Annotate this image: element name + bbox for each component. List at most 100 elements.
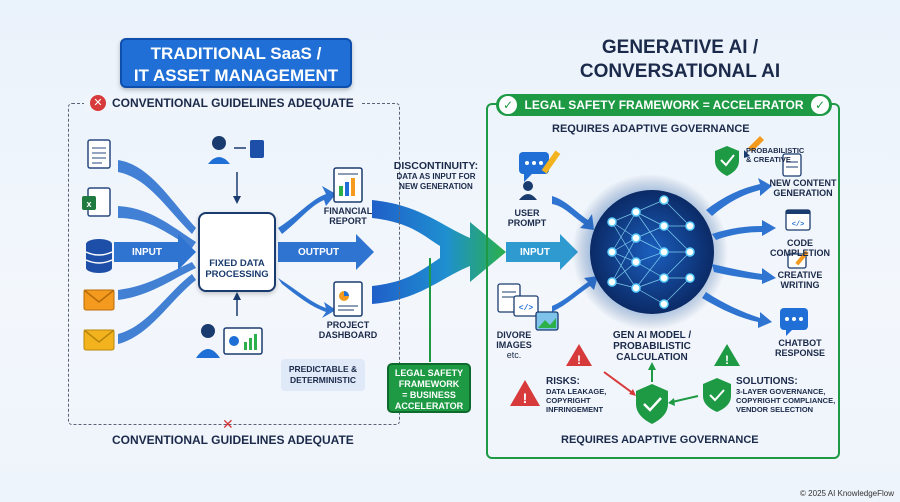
solutions-line2: COPYRIGHT COMPLIANCE, [736, 396, 836, 405]
solutions-title: SOLUTIONS: [736, 376, 798, 387]
legal-framework-banner: ✓ LEGAL SAFETY FRAMEWORK = ACCELERATOR ✓ [496, 94, 832, 116]
analyst-icon [196, 292, 263, 358]
financial-line2: REPORT [329, 216, 367, 226]
financial-report-label: FINANCIAL REPORT [316, 206, 380, 226]
out3-line2: WRITING [780, 280, 820, 290]
output-arrow [278, 234, 374, 270]
model-line1: GEN AI MODEL / [612, 330, 692, 341]
creative-writing-label: CREATIVE WRITING [768, 270, 832, 290]
solutions-block: SOLUTIONS: 3-LAYER GOVERNANCE, COPYRIGHT… [736, 376, 835, 414]
copyright-footer: © 2025 AI KnowledgeFlow [800, 489, 894, 498]
right-input-arrow [506, 234, 578, 270]
prob-line2: & CREATIVE [746, 155, 791, 164]
risks-title: RISKS: [546, 376, 580, 387]
diverse-files-icon: </> [497, 283, 559, 331]
risks-line1: DATA LEAKAGE, [546, 387, 607, 396]
legal-framework-banner-text: LEGAL SAFETY FRAMEWORK = ACCELERATOR [524, 98, 804, 112]
database-icon [85, 239, 113, 273]
chat-icon [519, 150, 561, 182]
out1-line1: NEW CONTENT [769, 178, 837, 188]
svg-text:!: ! [523, 390, 528, 406]
out3-line1: CREATIVE [777, 270, 823, 280]
risks-line3: INFRINGEMENT [546, 405, 604, 414]
svg-text:</>: </> [519, 304, 534, 313]
input-arrows [118, 160, 196, 344]
out2-line2: COMPLETION [770, 248, 830, 258]
person-computer-icon [208, 136, 264, 204]
conventional-label-bottom: CONVENTIONAL GUIDELINES ADEQUATE [112, 433, 354, 447]
discontinuity-line3: NEW GENERATION [399, 182, 473, 191]
conventional-label-top: ✕ CONVENTIONAL GUIDELINES ADEQUATE [84, 95, 360, 111]
chatbot-icon [780, 308, 808, 336]
project-line2: DASHBOARD [318, 330, 378, 340]
model-line3: CALCULATION [616, 352, 688, 363]
legal-line3: = BUSINESS [402, 390, 456, 400]
diverse-line1: DIVORE [496, 330, 532, 340]
diverse-line2: IMAGES [496, 340, 532, 350]
process-line1: FIXED DATA [209, 258, 265, 269]
discontinuity-arrow [372, 200, 506, 304]
svg-text:!: ! [725, 353, 729, 367]
brush-icon [744, 136, 764, 158]
probabilistic-creative-label: PROBABILISTIC & CREATIVE [746, 146, 804, 164]
project-dashboard-label: PROJECT DASHBOARD [316, 320, 380, 340]
financial-report-icon [333, 167, 363, 203]
governance-bottom-label: REQUIRES ADAPTIVE GOVERNANCE [561, 434, 759, 446]
conventional-label-top-text: CONVENTIONAL GUIDELINES ADEQUATE [112, 96, 354, 110]
risks-line2: COPYRIGHT [546, 396, 591, 405]
traditional-title: TRADITIONAL SaaS / IT ASSET MANAGEMENT [120, 38, 352, 88]
out2-line1: CODE [786, 238, 813, 248]
code-window-icon: </> [785, 209, 811, 231]
out4-line2: RESPONSE [774, 348, 825, 358]
model-line2: PROBABILISTIC [613, 341, 691, 352]
right-input-label: INPUT [520, 247, 550, 258]
discontinuity-line1: DISCONTINUITY: [393, 160, 479, 172]
check-icon-right: ✓ [811, 96, 829, 114]
pencil-paper-icon [787, 250, 809, 269]
svg-text:!: ! [577, 353, 581, 367]
user-line2: PROMPT [507, 218, 547, 228]
chatbot-response-label: CHATBOT RESPONSE [768, 338, 832, 358]
legal-line2: FRAMEWORK [398, 379, 460, 389]
left-input-label: INPUT [132, 247, 162, 258]
email-icon-2 [83, 329, 115, 351]
spreadsheet-icon: x [82, 187, 111, 217]
fixed-data-processing-box: FIXED DATA PROCESSING [198, 212, 276, 292]
document-icon [87, 139, 111, 169]
svg-text:</>: </> [792, 221, 805, 229]
discontinuity-line2: DATA AS INPUT FOR [396, 172, 476, 181]
predictable-deterministic-tag: PREDICTABLE & DETERMINISTIC [281, 359, 365, 391]
prob-line1: PROBABILISTIC [746, 146, 805, 155]
shield-check-icon-right [703, 378, 731, 412]
project-line1: PROJECT [326, 320, 370, 330]
warning-icon-3: ! [714, 344, 740, 367]
shield-check-icon-top [715, 146, 739, 176]
new-content-label: NEW CONTENT GENERATION [768, 178, 838, 198]
financial-line1: FINANCIAL [323, 206, 373, 216]
network-nodes [607, 195, 695, 309]
legal-line4: ACCELERATOR [394, 401, 464, 411]
gen-ai-model-label: GEN AI MODEL / PROBABILISTIC CALCULATION [602, 330, 702, 363]
warning-icon-2: ! [510, 380, 540, 406]
email-icon [83, 289, 115, 311]
generative-title-line2: CONVERSATIONAL AI [579, 61, 781, 82]
diverse-images-label: DIVORE IMAGES etc. [494, 330, 534, 360]
x-circle-icon: ✕ [90, 95, 106, 111]
legal-framework-accelerator-box: LEGAL SAFETY FRAMEWORK = BUSINESS ACCELE… [387, 363, 471, 413]
traditional-title-line2: IT ASSET MANAGEMENT [133, 66, 339, 85]
predictable-line1: PREDICTABLE & [288, 364, 358, 374]
risks-block: RISKS: DATA LEAKAGE, COPYRIGHT INFRINGEM… [546, 376, 606, 414]
project-dashboard-icon [333, 281, 363, 317]
check-icon-left: ✓ [499, 96, 517, 114]
code-completion-label: CODE COMPLETION [768, 238, 832, 258]
discontinuity-label: DISCONTINUITY: DATA AS INPUT FOR NEW GEN… [388, 160, 484, 192]
diverse-line3: etc. [506, 350, 522, 360]
warning-icon-1: ! [566, 344, 592, 367]
user-line1: USER [514, 208, 540, 218]
shield-check-icon-center [636, 384, 668, 424]
solutions-line1: 3-LAYER GOVERNANCE, [736, 387, 826, 396]
governance-top-label: REQUIRES ADAPTIVE GOVERNANCE [552, 123, 750, 135]
generative-title-line1: GENERATIVE AI / [601, 37, 759, 58]
legal-line1: LEGAL SAFETY [394, 368, 464, 378]
